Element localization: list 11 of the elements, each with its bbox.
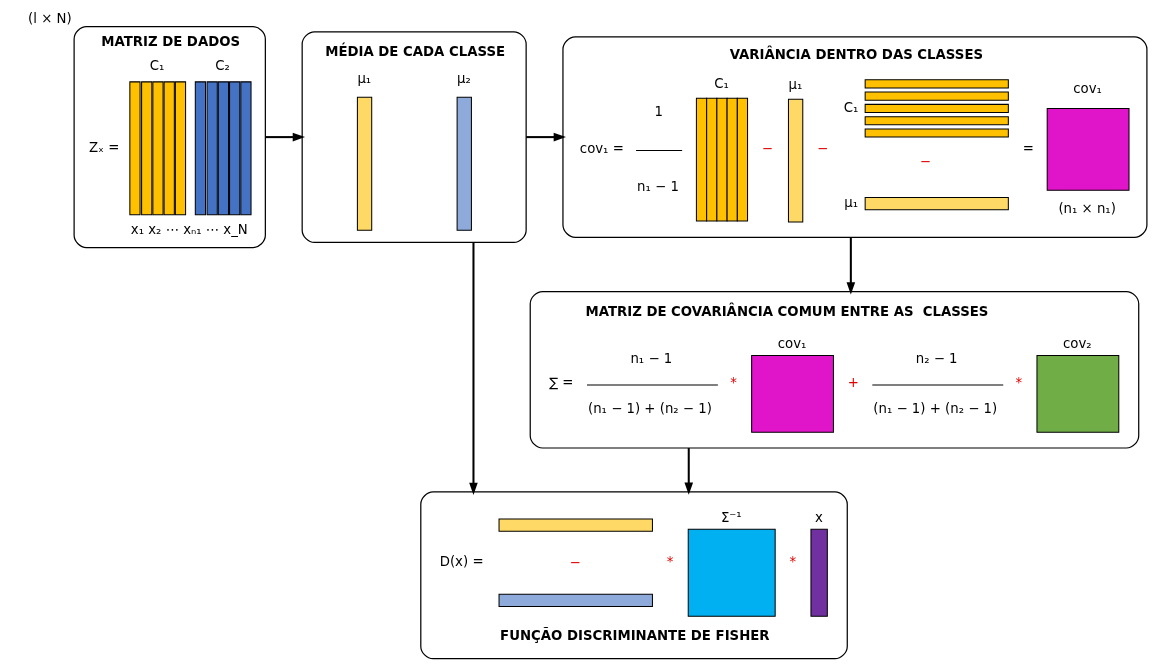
node-box: MATRIZ DE COVARIÂNCIA COMUM ENTRE AS CLASSES ∑ = n₁ − 1 (n₁ − 1) + (n₂ − 1) * cov₁ + n₂ − 1 (n₁ − 1) + (n₂ − 1) * cov₂: [529, 290, 1139, 449]
arrow: [683, 448, 693, 495]
node-box: D(x) = − * Σ⁻¹ * x FUNÇÃO DISCRIMINANTE DE FISHER: [419, 491, 848, 660]
arrow: [265, 132, 305, 142]
node-box: VARIÂNCIA DENTRO DAS CLASSES cov₁ = 1 n₁ − 1 C₁ − μ₁ − C₁ − μ₁ = cov₁ (n₁ × n₁): [561, 36, 1148, 238]
node-label: (l × N): [27, 10, 72, 26]
node-box: MATRIZ DE DADOS C₁ C₂ Zₓ = x₁ x₂ ⋯ xₙ₁ ⋯ x_N: [73, 26, 266, 249]
node-box: MÉDIA DE CADA CLASSE μ₁ μ₂: [301, 31, 527, 244]
arrow: [525, 132, 566, 142]
arrow: [468, 242, 478, 496]
arrow: [846, 237, 855, 295]
